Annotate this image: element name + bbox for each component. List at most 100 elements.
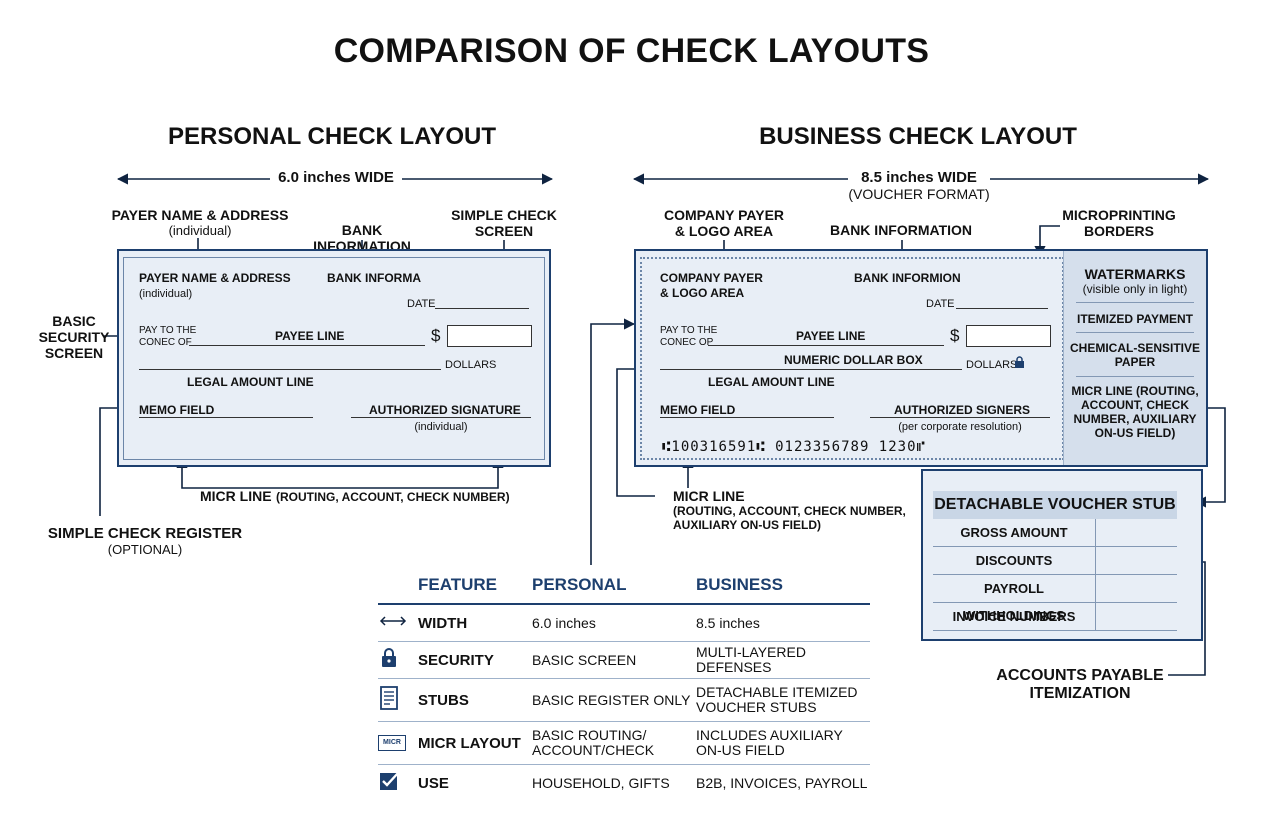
table-row: SECURITY BASIC SCREEN MULTI-LAYERED DEFE… <box>378 642 870 679</box>
personal-heading: PERSONAL CHECK LAYOUT <box>167 123 497 150</box>
table-row: MICR MICR LAYOUT BASIC ROUTING/ ACCOUNT/… <box>378 722 870 765</box>
business-check: WATERMARKS (visible only in light) ITEMI… <box>634 249 1208 467</box>
business-check-micr-line: ⑆100316591⑆ 0123356789 1230⑈ <box>662 439 926 455</box>
stub-document-icon <box>378 685 418 716</box>
table-business: 8.5 inches <box>696 614 760 631</box>
business-check-signers: AUTHORIZED SIGNERS <box>894 403 1031 417</box>
numeric-dollar-box-callout: NUMERIC DOLLAR BOX <box>784 353 923 367</box>
microprint-callout: MICROPRINTING BORDERS <box>1062 207 1176 239</box>
table-business: DETACHABLE ITEMIZED VOUCHER STUBS <box>696 684 858 715</box>
table-personal: BASIC REGISTER ONLY <box>532 691 691 708</box>
comparison-table: FEATURE PERSONAL BUSINESS WIDTH 6.0 inch… <box>378 575 870 801</box>
voucher-row-value <box>1095 547 1177 574</box>
personal-check-amount-box <box>447 325 532 347</box>
company-callout: COMPANY PAYER & LOGO AREA <box>663 207 785 239</box>
table-link-arrow <box>590 318 636 565</box>
business-check-memo: MEMO FIELD <box>660 403 736 417</box>
voucher-stub: DETACHABLE VOUCHER STUB GROSS AMOUNT DIS… <box>921 469 1203 641</box>
personal-check-payer: PAYER NAME & ADDRESS <box>139 271 291 285</box>
personal-micr-callout: MICR LINE <box>200 488 272 504</box>
watermarks-sub: (visible only in light) <box>1082 282 1188 296</box>
table-business: INCLUDES AUXILIARY ON-US FIELD <box>696 727 843 758</box>
business-bank-callout: BANK INFORMATION <box>829 222 973 238</box>
business-check-logo: & LOGO AREA <box>660 286 745 300</box>
ap-itemization-callout: ACCOUNTS PAYABLE ITEMIZATION <box>996 667 1164 702</box>
business-micr-callout: MICR LINE <box>673 488 745 504</box>
checkbox-icon <box>378 770 418 797</box>
table-header-personal: PERSONAL <box>532 575 627 594</box>
table-personal: BASIC ROUTING/ ACCOUNT/CHECK <box>532 727 655 758</box>
personal-security-callout: BASIC SECURITY SCREEN <box>38 313 110 361</box>
personal-check-date-label: DATE <box>407 298 436 310</box>
width-arrows-icon <box>378 614 418 633</box>
personal-check-dollar-sign: $ <box>431 326 441 345</box>
personal-payer-callout-sub: (individual) <box>168 223 232 238</box>
register-callout: SIMPLE CHECK REGISTER <box>47 525 243 542</box>
chemical-paper-label: CHEMICAL-SENSITIVE PAPER <box>1070 341 1201 369</box>
table-personal: HOUSEHOLD, GIFTS <box>532 774 670 791</box>
table-row: USE HOUSEHOLD, GIFTS B2B, INVOICES, PAYR… <box>378 765 870 801</box>
voucher-row-value <box>1095 603 1177 630</box>
business-heading: BUSINESS CHECK LAYOUT <box>759 123 1077 150</box>
personal-check-conec: CONEC OF <box>139 337 192 348</box>
table-header-feature: FEATURE <box>418 575 498 594</box>
personal-screen-callout: SIMPLE CHECK SCREEN <box>451 207 557 239</box>
business-check-company: COMPANY PAYER <box>660 271 763 285</box>
page-title: COMPARISON OF CHECK LAYOUTS <box>333 32 930 70</box>
voucher-title: DETACHABLE VOUCHER STUB <box>933 491 1177 519</box>
table-feature: STUBS <box>418 691 469 709</box>
security-side-panel: WATERMARKS (visible only in light) ITEMI… <box>1063 251 1206 465</box>
personal-check-bank: BANK INFORMA <box>327 271 421 285</box>
lock-icon <box>1015 356 1024 368</box>
table-feature: SECURITY <box>418 651 494 669</box>
voucher-row-label: GROSS AMOUNT <box>960 525 1068 540</box>
voucher-row-label: INVOICE NUMBERS <box>952 609 1076 624</box>
watermarks-label: WATERMARKS <box>1084 266 1186 282</box>
personal-check-payee: PAYEE LINE <box>275 329 345 343</box>
personal-width-label: 6.0 inches WIDE <box>278 169 394 186</box>
lock-icon <box>378 647 418 674</box>
business-check-dollars: DOLLARS <box>966 359 1018 371</box>
voucher-row-value <box>1095 519 1177 546</box>
personal-micr-callout-sub: (ROUTING, ACCOUNT, CHECK NUMBER) <box>276 490 510 504</box>
table-business: B2B, INVOICES, PAYROLL <box>696 774 868 791</box>
table-personal: BASIC SCREEN <box>532 651 637 668</box>
itemized-payment-label: ITEMIZED PAYMENT <box>1076 312 1193 326</box>
table-row: STUBS BASIC REGISTER ONLY DETACHABLE ITE… <box>378 679 870 722</box>
table-feature: WIDTH <box>418 614 468 632</box>
business-check-date-label: DATE <box>926 298 955 310</box>
table-feature: USE <box>418 774 449 792</box>
business-micr-callout-sub: (ROUTING, ACCOUNT, CHECK NUMBER, AUXILIA… <box>673 504 906 532</box>
voucher-row-label: PAYROLL WITHHOLDINGS <box>963 581 1065 623</box>
personal-payer-callout: PAYER NAME & ADDRESS <box>111 207 289 223</box>
business-check-bank: BANK INFORMION <box>854 271 961 285</box>
business-check-dollar-sign: $ <box>950 326 960 345</box>
business-width-label: 8.5 inches WIDE <box>861 169 977 186</box>
table-personal: 6.0 inches <box>532 614 596 631</box>
voucher-row-label: DISCOUNTS <box>975 553 1053 568</box>
business-check-payee: PAYEE LINE <box>796 329 866 343</box>
personal-check-signature: AUTHORIZED SIGNATURE <box>369 403 521 417</box>
business-width-sub: (VOUCHER FORMAT) <box>848 186 990 202</box>
personal-check-payto: PAY TO THE <box>139 325 197 336</box>
table-feature: MICR LAYOUT <box>418 734 521 752</box>
table-row: WIDTH 6.0 inches 8.5 inches <box>378 605 870 642</box>
business-check-conec: CONEC OP <box>660 337 714 348</box>
personal-check-payer-sub: (individual) <box>139 288 193 300</box>
side-micr-label: MICR LINE (ROUTING, ACCOUNT, CHECK NUMBE… <box>1071 384 1199 440</box>
business-check-payto: PAY TO THE <box>660 325 718 336</box>
table-business: MULTI-LAYERED DEFENSES <box>696 644 806 675</box>
micr-badge-icon: MICR <box>378 735 418 751</box>
micr-badge-text: MICR <box>378 735 406 751</box>
business-check-amount-box <box>966 325 1051 347</box>
personal-check-dollars: DOLLARS <box>445 359 497 371</box>
table-header-business: BUSINESS <box>696 575 783 594</box>
voucher-row-value <box>1095 575 1177 602</box>
register-callout-sub: (OPTIONAL) <box>107 542 183 557</box>
personal-check-signature-sub: (individual) <box>414 421 468 433</box>
personal-check-legal: LEGAL AMOUNT LINE <box>187 375 314 389</box>
personal-check-memo: MEMO FIELD <box>139 403 215 417</box>
business-check-legal: LEGAL AMOUNT LINE <box>708 375 835 389</box>
business-check-signers-sub: (per corporate resolution) <box>898 421 1022 433</box>
personal-check: PAYER NAME & ADDRESS (individual) BANK I… <box>117 249 551 467</box>
